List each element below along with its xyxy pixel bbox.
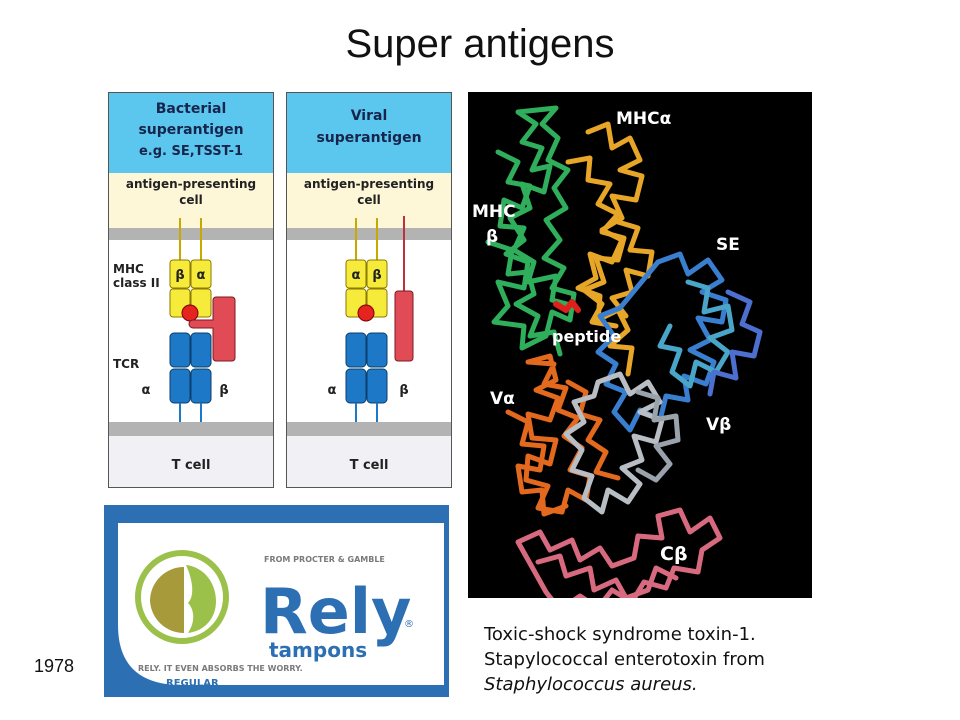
mhc-alpha-label: MHCα <box>616 109 671 129</box>
c-beta-label: Cβ <box>660 543 688 565</box>
bacterial-apc-region <box>109 173 273 228</box>
viral-mhc-alpha-label: α <box>352 268 361 283</box>
bacterial-tcr-alpha-chain <box>169 332 191 368</box>
viral-tcr-beta-chain <box>366 332 388 368</box>
bacterial-apc-membrane <box>109 228 273 240</box>
ad-product: tampons <box>269 638 367 662</box>
bacterial-mhc-alpha-domain <box>190 259 212 289</box>
bacterial-apc-line1: antigen-presenting <box>126 177 256 191</box>
bacterial-mhc-beta-domain <box>169 259 191 289</box>
bacterial-peptide <box>181 304 199 322</box>
bacterial-header-line3: e.g. SE,TSST-1 <box>139 144 243 159</box>
bacterial-tcell-region <box>109 436 273 487</box>
viral-peptide <box>357 304 375 322</box>
slide-title: Super antigens <box>345 22 615 66</box>
caption-line3: Staphylococcus aureus. <box>484 674 698 695</box>
v-alpha-label: Vα <box>490 389 515 409</box>
viral-apc-line2: cell <box>357 193 380 207</box>
bacterial-tcell-membrane <box>109 422 273 436</box>
bacterial-mhc-beta-label: β <box>175 268 184 283</box>
viral-mhc-beta-label: β <box>372 268 381 283</box>
bacterial-header-line1: Bacterial <box>156 101 227 117</box>
mhc-beta-label-line1: MHC <box>472 202 516 222</box>
bacterial-mhc-label-line1: MHC <box>113 262 144 276</box>
peptide-chain <box>553 299 581 313</box>
ad-registered-mark: ® <box>404 619 414 630</box>
v-beta-label: Vβ <box>706 415 731 435</box>
peptide-label: peptide <box>552 327 621 346</box>
mhc-beta-label-line2: β <box>486 227 498 247</box>
caption-line1: Toxic-shock syndrome toxin-1. <box>484 624 756 645</box>
viral-apc-line1: antigen-presenting <box>304 177 434 191</box>
viral-header-bg <box>287 93 451 173</box>
structure-caption: Toxic-shock syndrome toxin-1. Stapylococ… <box>484 622 844 697</box>
bacterial-tcr-alpha-label: α <box>142 383 151 398</box>
ad-variant: REGULAR <box>166 678 219 689</box>
se-chain <box>595 251 729 433</box>
viral-superantigen-shape <box>394 290 414 362</box>
caption-line2: Stapylococcal enterotoxin from <box>484 649 765 670</box>
bacterial-superantigen-shape <box>188 296 236 362</box>
viral-tcr-beta-label: β <box>399 383 408 398</box>
viral-tcell-region <box>287 436 451 487</box>
rely-tampons-box-image: FROM PROCTER & GAMBLE Rely tampons ® REL… <box>104 505 449 697</box>
ad-from-text: FROM PROCTER & GAMBLE <box>264 555 385 564</box>
bacterial-tcr-label: TCR <box>113 357 139 371</box>
viral-superantigen-diagram: Viral superantigen antigen-presenting ce… <box>286 92 452 488</box>
viral-header-line1: Viral <box>351 108 388 124</box>
viral-tcell-label: T cell <box>350 458 389 473</box>
bacterial-tcell-label: T cell <box>172 458 211 473</box>
bacterial-mhc-label-line2: class II <box>113 276 160 290</box>
year-label: 1978 <box>34 656 75 676</box>
se-label: SE <box>716 235 740 255</box>
bacterial-header-bg <box>109 93 273 173</box>
viral-apc-region <box>287 173 451 228</box>
bacterial-header-line2: superantigen <box>138 122 243 138</box>
viral-apc-membrane <box>287 228 451 240</box>
bacterial-apc-line2: cell <box>179 193 202 207</box>
viral-tcell-membrane <box>287 422 451 436</box>
viral-mhc-alpha-domain <box>345 259 367 289</box>
viral-header-line2: superantigen <box>316 130 421 146</box>
c-beta-chain <box>515 507 723 598</box>
viral-tcr-alpha-label: α <box>328 383 337 398</box>
logo-profile-icon <box>186 565 216 633</box>
mhc-beta-chain <box>491 105 577 351</box>
bacterial-mhc-alpha-label: α <box>197 268 206 283</box>
bacterial-tcr-beta-chain <box>190 332 212 368</box>
viral-mhc-beta-domain <box>366 259 388 289</box>
ad-count: 8 <box>138 676 146 689</box>
bacterial-superantigen-diagram: Bacterial superantigen e.g. SE,TSST-1 an… <box>108 92 274 488</box>
ad-brand: Rely <box>260 575 411 648</box>
v-alpha-chain <box>523 353 593 515</box>
bacterial-tcr-beta-label: β <box>219 383 228 398</box>
protein-structure-image: MHCα MHC β SE peptide Vα Vβ Cβ <box>468 92 812 598</box>
ad-slogan: RELY. IT EVEN ABSORBS THE WORRY. <box>138 664 303 673</box>
viral-tcr-alpha-chain <box>345 332 367 368</box>
logo-olive-half <box>150 567 184 634</box>
